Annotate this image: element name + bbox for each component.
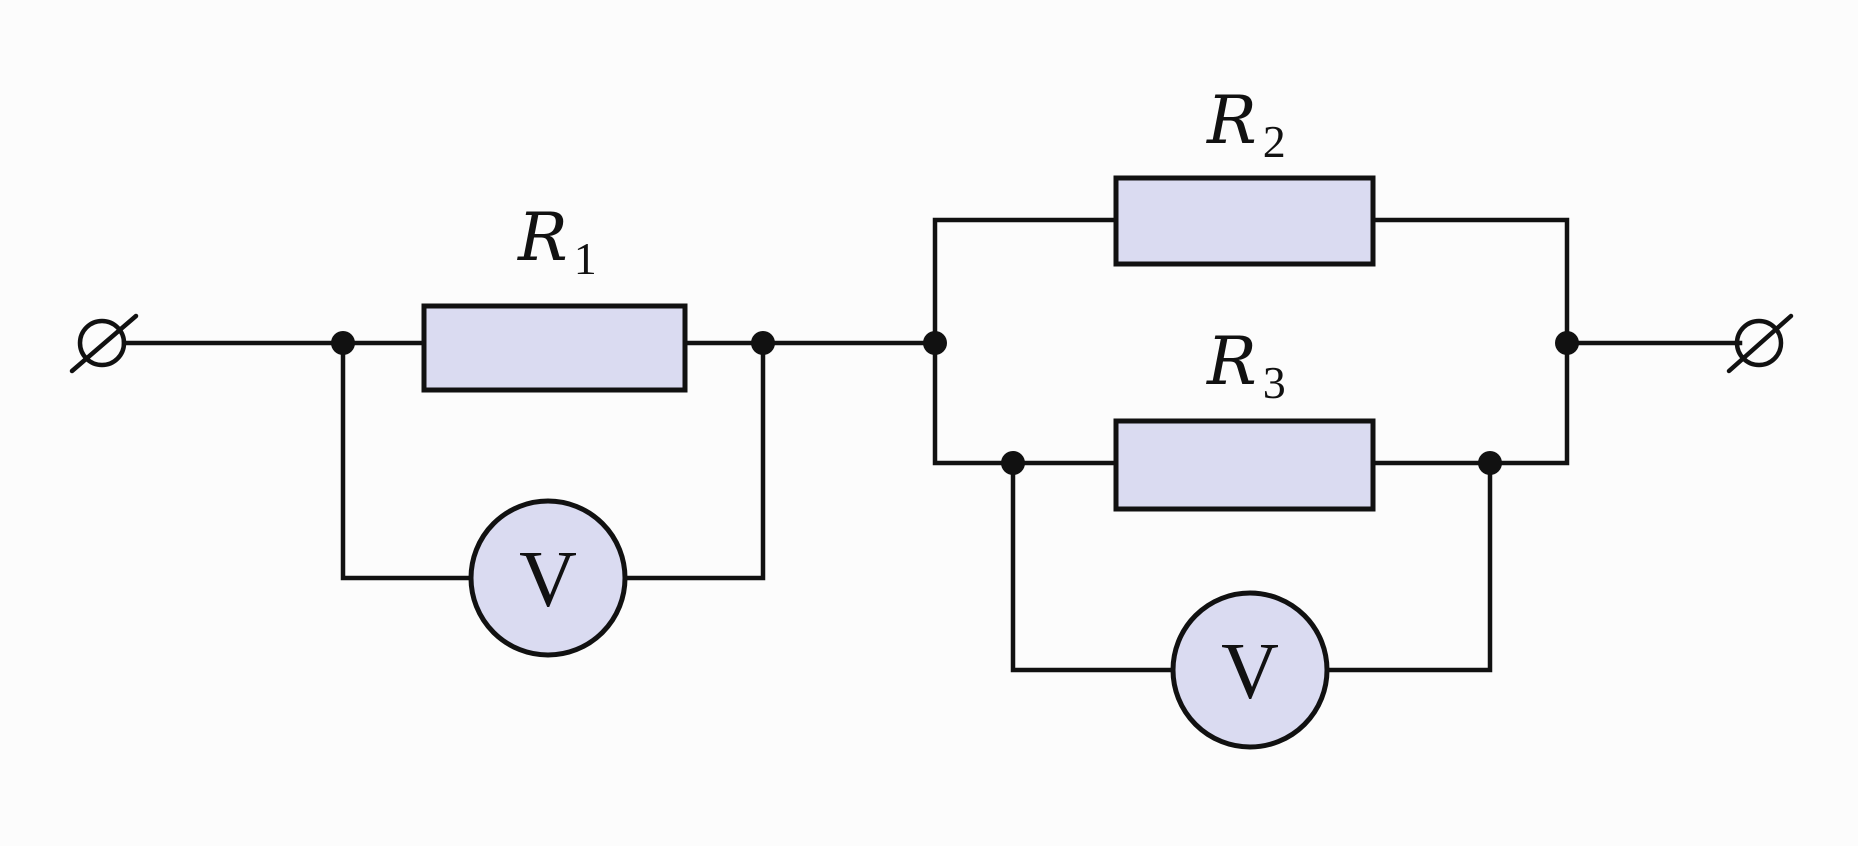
- junction-node-b: [751, 331, 775, 355]
- junction-node-c: [923, 331, 947, 355]
- junction-nodes: [331, 331, 1579, 475]
- wire-c-r2: [932, 217, 1119, 346]
- voltmeter-v1: V: [468, 498, 628, 658]
- wire-v1-left: [340, 340, 474, 581]
- wire-r2-d: [1370, 217, 1570, 346]
- wire-v2-left: [1010, 460, 1176, 673]
- wire-v1-right: [622, 340, 766, 581]
- wire-v2-right: [1324, 460, 1493, 673]
- resistor-r1: [421, 303, 688, 393]
- resistor-r2-body: [1113, 175, 1376, 267]
- wires: [121, 217, 1743, 673]
- resistor-r2: [1113, 175, 1376, 267]
- junction-node-f: [1478, 451, 1502, 475]
- voltmeter-v2-label: V: [1221, 628, 1279, 716]
- voltmeter-v2: V: [1170, 590, 1330, 750]
- junction-node-e: [1001, 451, 1025, 475]
- resistor-r3: [1113, 418, 1376, 512]
- junction-node-d: [1555, 331, 1579, 355]
- resistor-r1-body: [421, 303, 688, 393]
- voltmeter-v1-label: V: [519, 536, 577, 624]
- voltmeter-v2-circle: [1170, 590, 1330, 750]
- wire-c-r3: [932, 340, 1119, 466]
- junction-node-a: [331, 331, 355, 355]
- voltmeter-v1-circle: [468, 498, 628, 658]
- wire-r3-d: [1370, 340, 1570, 466]
- terminal-left-icon: [69, 313, 139, 374]
- resistor-r3-body: [1113, 418, 1376, 512]
- terminal-right-icon: [1726, 313, 1794, 374]
